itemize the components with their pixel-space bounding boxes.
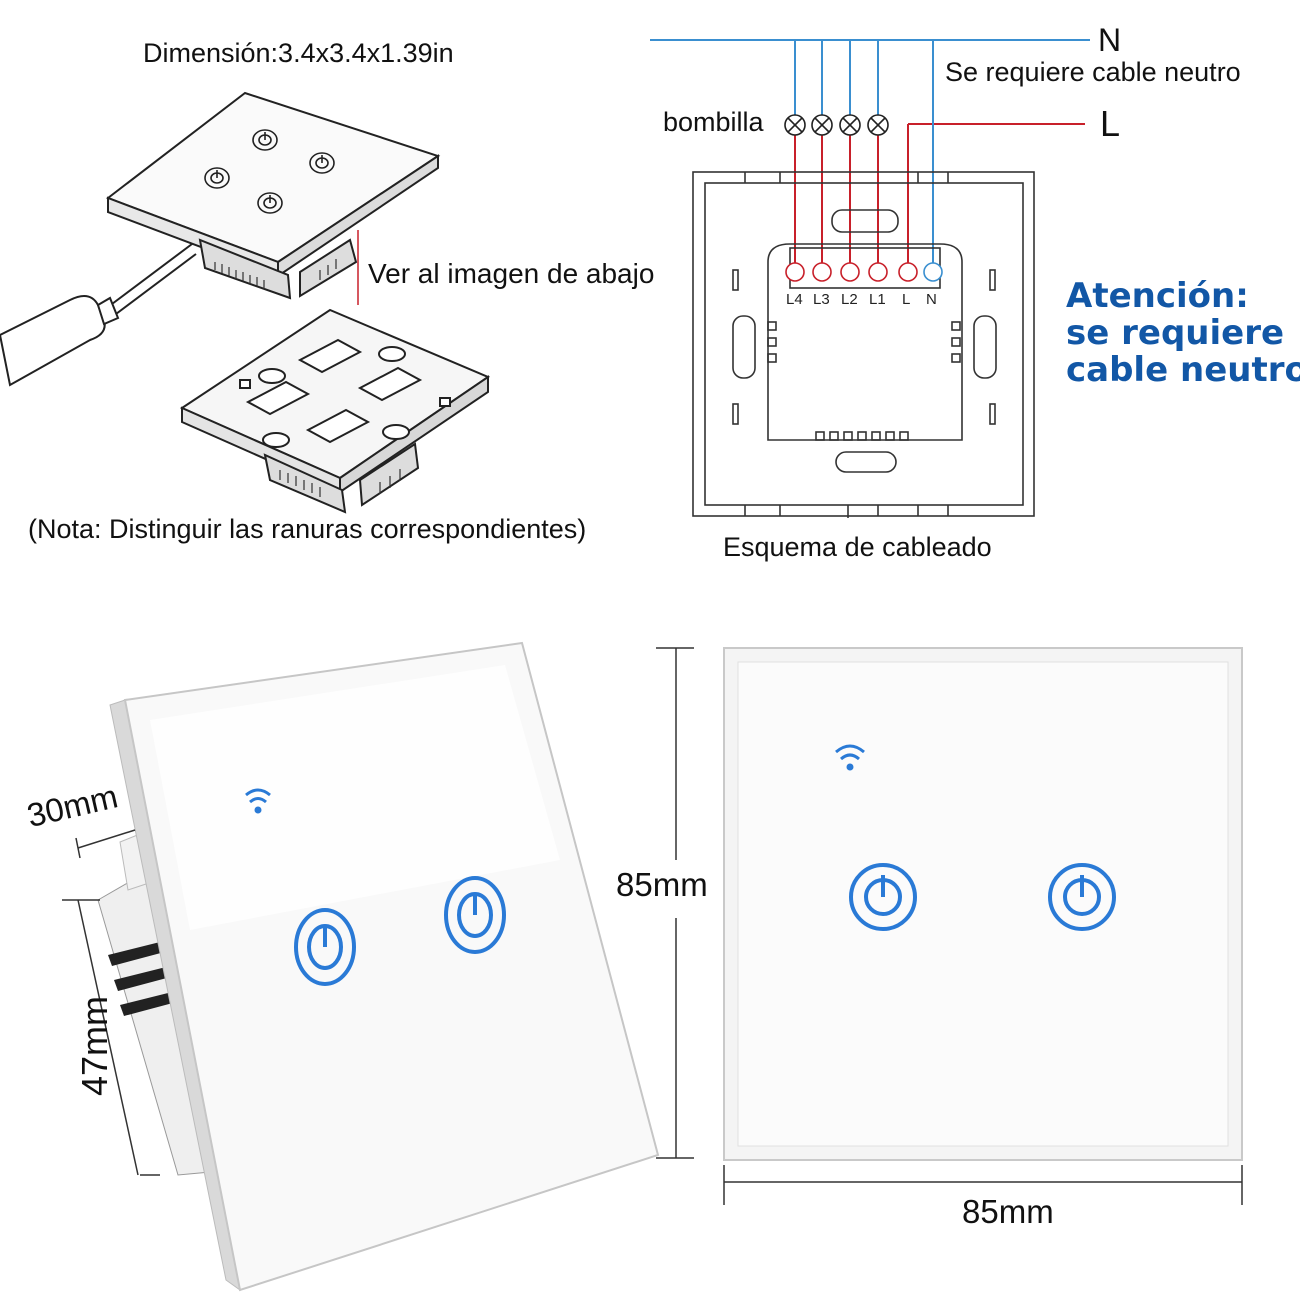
- see-below-label: Ver al imagen de abajo: [368, 258, 655, 289]
- wifi-icon: [835, 744, 865, 771]
- terminal-screws: [785, 262, 943, 282]
- mounting-frame-illustration: [179, 308, 491, 514]
- neutral-label: N: [1098, 22, 1122, 58]
- terminal-label: L1: [869, 291, 886, 308]
- terminal-label: L4: [786, 291, 803, 308]
- attention-line-1: Atención:: [1066, 276, 1249, 316]
- power-button-icon: [294, 876, 506, 986]
- power-button-icon: [849, 863, 1116, 931]
- neutral-required-label: Se requiere cable neutro: [945, 57, 1241, 87]
- terminal-label: L3: [813, 291, 830, 308]
- attention-line-3: cable neutro: [1066, 350, 1300, 390]
- bulb-icon: [784, 114, 889, 136]
- switch-3d-illustration: [97, 641, 660, 1292]
- width-85-label: 85mm: [962, 1193, 1054, 1230]
- depth-47-label: 47mm: [74, 995, 116, 1097]
- switch-front-view: [723, 647, 1243, 1161]
- dimension-label: Dimensión:3.4x3.4x1.39in: [143, 38, 454, 68]
- wifi-icon: [245, 788, 271, 814]
- switch-front-illustration: [105, 91, 441, 305]
- note-label: (Nota: Distinguir las ranuras correspond…: [28, 514, 587, 544]
- live-label: L: [1100, 103, 1121, 144]
- attention-line-2: se requiere: [1066, 313, 1285, 353]
- wiring-scheme-label: Esquema de cableado: [723, 532, 992, 562]
- bulb-label: bombilla: [663, 107, 764, 137]
- terminal-label: L: [902, 291, 911, 308]
- wiring-backplate: [692, 171, 1035, 518]
- height-85-label: 85mm: [616, 866, 708, 903]
- attention-note: Atención: se requiere cable neutro: [1066, 278, 1300, 389]
- power-button-icon: [204, 129, 335, 214]
- terminal-label: L2: [841, 291, 858, 308]
- screwdriver-icon: [0, 243, 197, 387]
- terminal-label: N: [926, 291, 937, 308]
